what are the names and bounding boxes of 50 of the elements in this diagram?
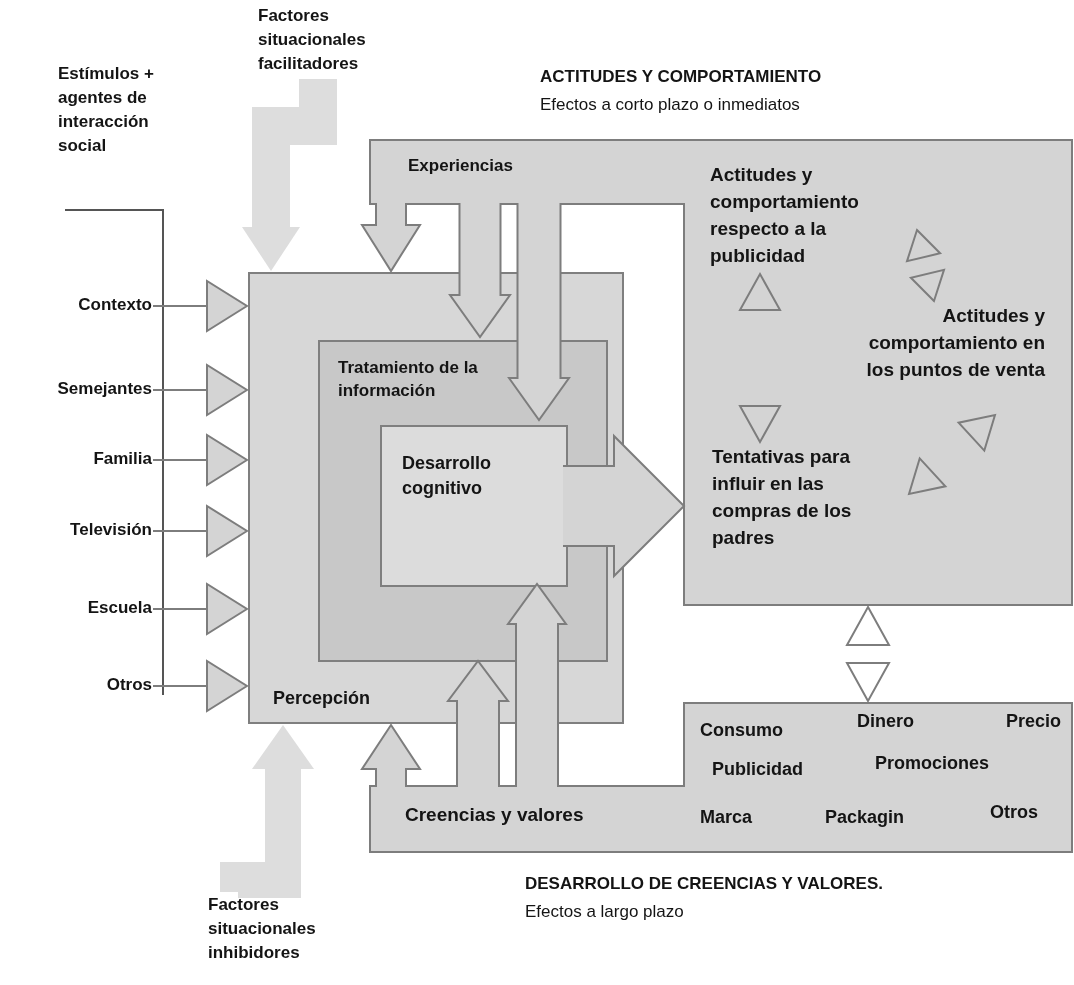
factor-label: Factores situacionales inhibidores <box>208 893 333 977</box>
agent-label: Escuela <box>0 596 152 622</box>
factor-item: Promociones <box>875 752 990 775</box>
arrow <box>152 434 248 487</box>
double-arrow <box>905 228 946 303</box>
block-arrow <box>507 202 571 422</box>
block-arrow <box>448 202 512 339</box>
box-label: Tratamiento de la información <box>338 357 479 403</box>
block-arrow <box>360 202 422 273</box>
box-label: Percepción <box>273 687 371 710</box>
arrow <box>152 583 248 636</box>
agent-label: Otros <box>0 673 152 699</box>
factor-item: Dinero <box>857 710 914 733</box>
agent-label: Televisión <box>0 518 152 544</box>
section-heading: ACTITUDES Y COMPORTAMIENTO <box>540 66 822 88</box>
factor-label: Factores situacionales facilitadores <box>258 4 383 78</box>
section-subheading: Efectos a corto plazo o inmediatos <box>540 94 800 116</box>
factor-item: Publicidad <box>712 758 803 781</box>
agent-label: Contexto <box>0 293 152 319</box>
double-arrow <box>845 604 891 704</box>
arrow <box>152 660 248 713</box>
agent-label: Semejantes <box>0 377 152 403</box>
arrow <box>152 280 248 333</box>
block-arrow <box>562 433 686 579</box>
box-label: Desarrollo cognitivo <box>402 452 493 500</box>
factor-item: Otros <box>990 801 1038 824</box>
block-arrow <box>360 723 422 788</box>
factor-item: Precio <box>1006 710 1062 733</box>
effect-label: Actitudes y comportamiento respecto a la publicidad <box>710 162 915 272</box>
thick-arrow <box>242 79 337 271</box>
cognition-box <box>380 425 568 587</box>
section-subheading: Efectos a largo plazo <box>525 901 684 923</box>
double-arrow <box>907 413 997 496</box>
thick-arrow <box>220 725 314 898</box>
agent-label: Familia <box>0 447 152 473</box>
section-heading: DESARROLLO DE CREENCIAS Y VALORES. <box>525 873 883 895</box>
factor-item: Packagin <box>825 806 905 829</box>
band-label: Creencias y valores <box>405 803 584 827</box>
band-label: Experiencias <box>408 155 513 177</box>
processing-box <box>318 340 608 662</box>
arrow <box>152 505 248 558</box>
double-arrow <box>738 271 782 445</box>
factor-item: Consumo <box>700 719 783 742</box>
block-arrow <box>506 582 568 788</box>
factor-item: Marca <box>700 806 753 829</box>
stimulus-heading: Estímulos + agentes de interacción social <box>58 62 193 160</box>
effect-label: Actitudes y comportamiento en los puntos de venta <box>842 303 1045 413</box>
block-arrow <box>446 659 510 788</box>
effect-label: Tentativas para influir en las compras de los padres <box>712 444 907 556</box>
arrow <box>152 364 248 417</box>
